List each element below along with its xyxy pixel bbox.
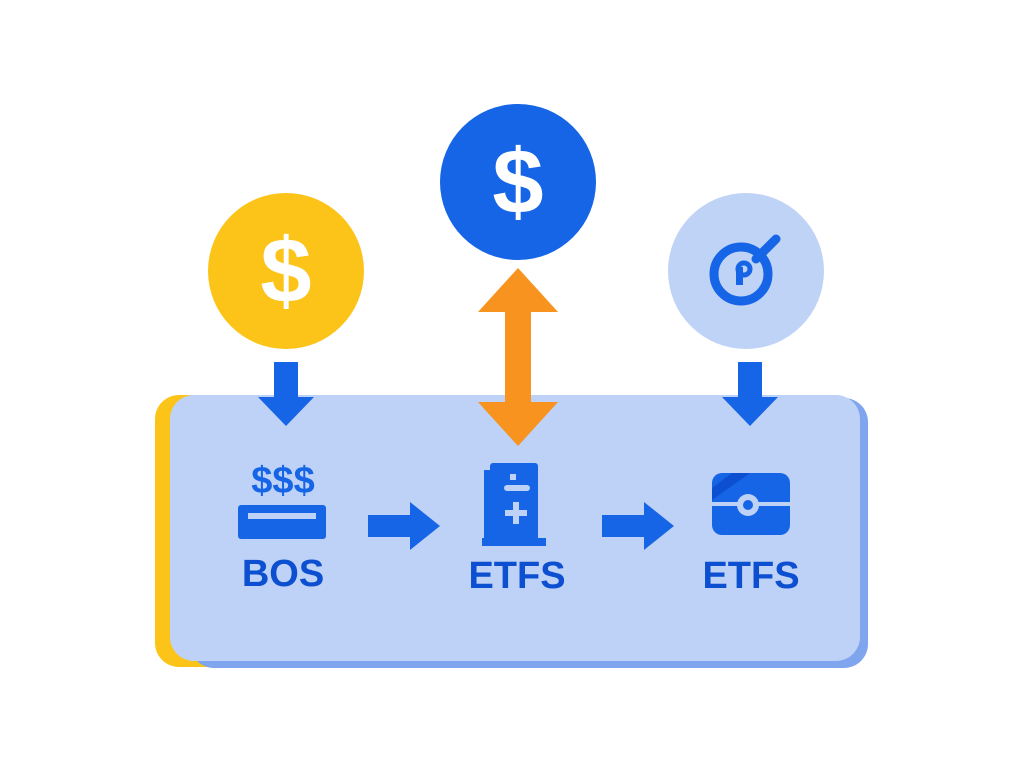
dollar-icon: $: [260, 220, 311, 322]
pie-coin: [668, 193, 824, 349]
wallet-icon: [712, 473, 790, 535]
arrow-down-right: [722, 362, 778, 426]
orange-double-arrow: [478, 268, 558, 446]
node-label-bos: BOS: [242, 553, 324, 595]
dollar-icon: $: [492, 131, 543, 233]
node-label-etfs-2: ETFS: [702, 555, 799, 597]
pie-chart-icon: [709, 234, 781, 306]
building-icon: [482, 463, 546, 546]
dollar-signs: $$$: [251, 460, 314, 502]
cash-stack-icon: $$$: [238, 460, 326, 539]
yellow-coin: $: [208, 193, 364, 349]
node-label-etfs-1: ETFS: [468, 555, 565, 597]
arrow-right-1: [368, 502, 440, 550]
blue-coin: $: [440, 104, 596, 260]
arrow-right-2: [602, 502, 674, 550]
arrow-down-left: [258, 362, 314, 426]
